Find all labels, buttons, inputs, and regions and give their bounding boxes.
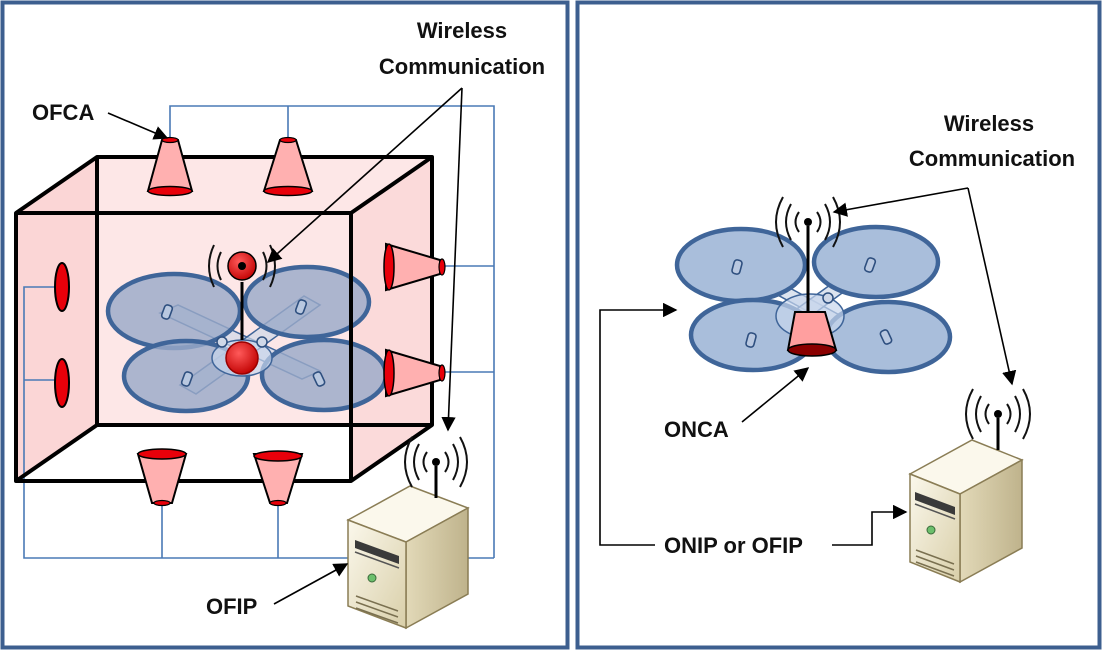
- drone-icon: [674, 196, 953, 375]
- onip-or-ofip-label: ONIP or OFIP: [664, 533, 803, 558]
- right-outdoor-scene: Wireless Communication ONCA ONIP or OFIP: [599, 111, 1075, 584]
- onip-to-drone-connector: [599, 302, 678, 546]
- ofca-label: OFCA: [32, 100, 94, 125]
- ofip-label: OFIP: [206, 594, 257, 619]
- camera-icon: [383, 242, 446, 292]
- ofip-arrow: [273, 563, 349, 605]
- wireless-arrow-to-server: [967, 187, 1017, 386]
- camera-icon: [146, 136, 194, 197]
- server-antenna-icon: [965, 388, 1031, 440]
- left-wireless-label-line2: Communication: [379, 54, 545, 79]
- onca-arrow: [741, 367, 810, 423]
- camera-icon: [383, 348, 446, 398]
- right-wireless-label-line2: Communication: [909, 146, 1075, 171]
- camera-icon: [136, 448, 188, 507]
- left-room-scene: Wireless Communication OFCA OFIP: [14, 18, 545, 630]
- left-wireless-label-line1: Wireless: [417, 18, 507, 43]
- drone-in-room: [105, 244, 389, 414]
- drone-antenna-icon: [775, 196, 841, 248]
- ofca-arrow: [107, 112, 169, 140]
- camera-icon: [54, 262, 70, 312]
- onca-label: ONCA: [664, 417, 729, 442]
- camera-icon: [54, 358, 70, 408]
- room-left-wall: [16, 157, 97, 481]
- server-antenna-icon: [404, 436, 468, 488]
- onip-to-server-connector: [832, 504, 908, 546]
- room-edges: [14, 155, 434, 483]
- wireless-arrow-to-server: [441, 87, 463, 432]
- right-wireless-label-line1: Wireless: [944, 111, 1034, 136]
- camera-icon: [262, 136, 314, 197]
- wireless-arrow-to-drone: [266, 87, 463, 263]
- server-icon: [346, 436, 470, 630]
- server-icon: [908, 388, 1031, 584]
- camera-icon: [252, 450, 304, 507]
- wireless-arrow-to-drone: [832, 187, 969, 217]
- camera-wiring: [23, 105, 495, 559]
- rotor-back-right: [259, 337, 389, 413]
